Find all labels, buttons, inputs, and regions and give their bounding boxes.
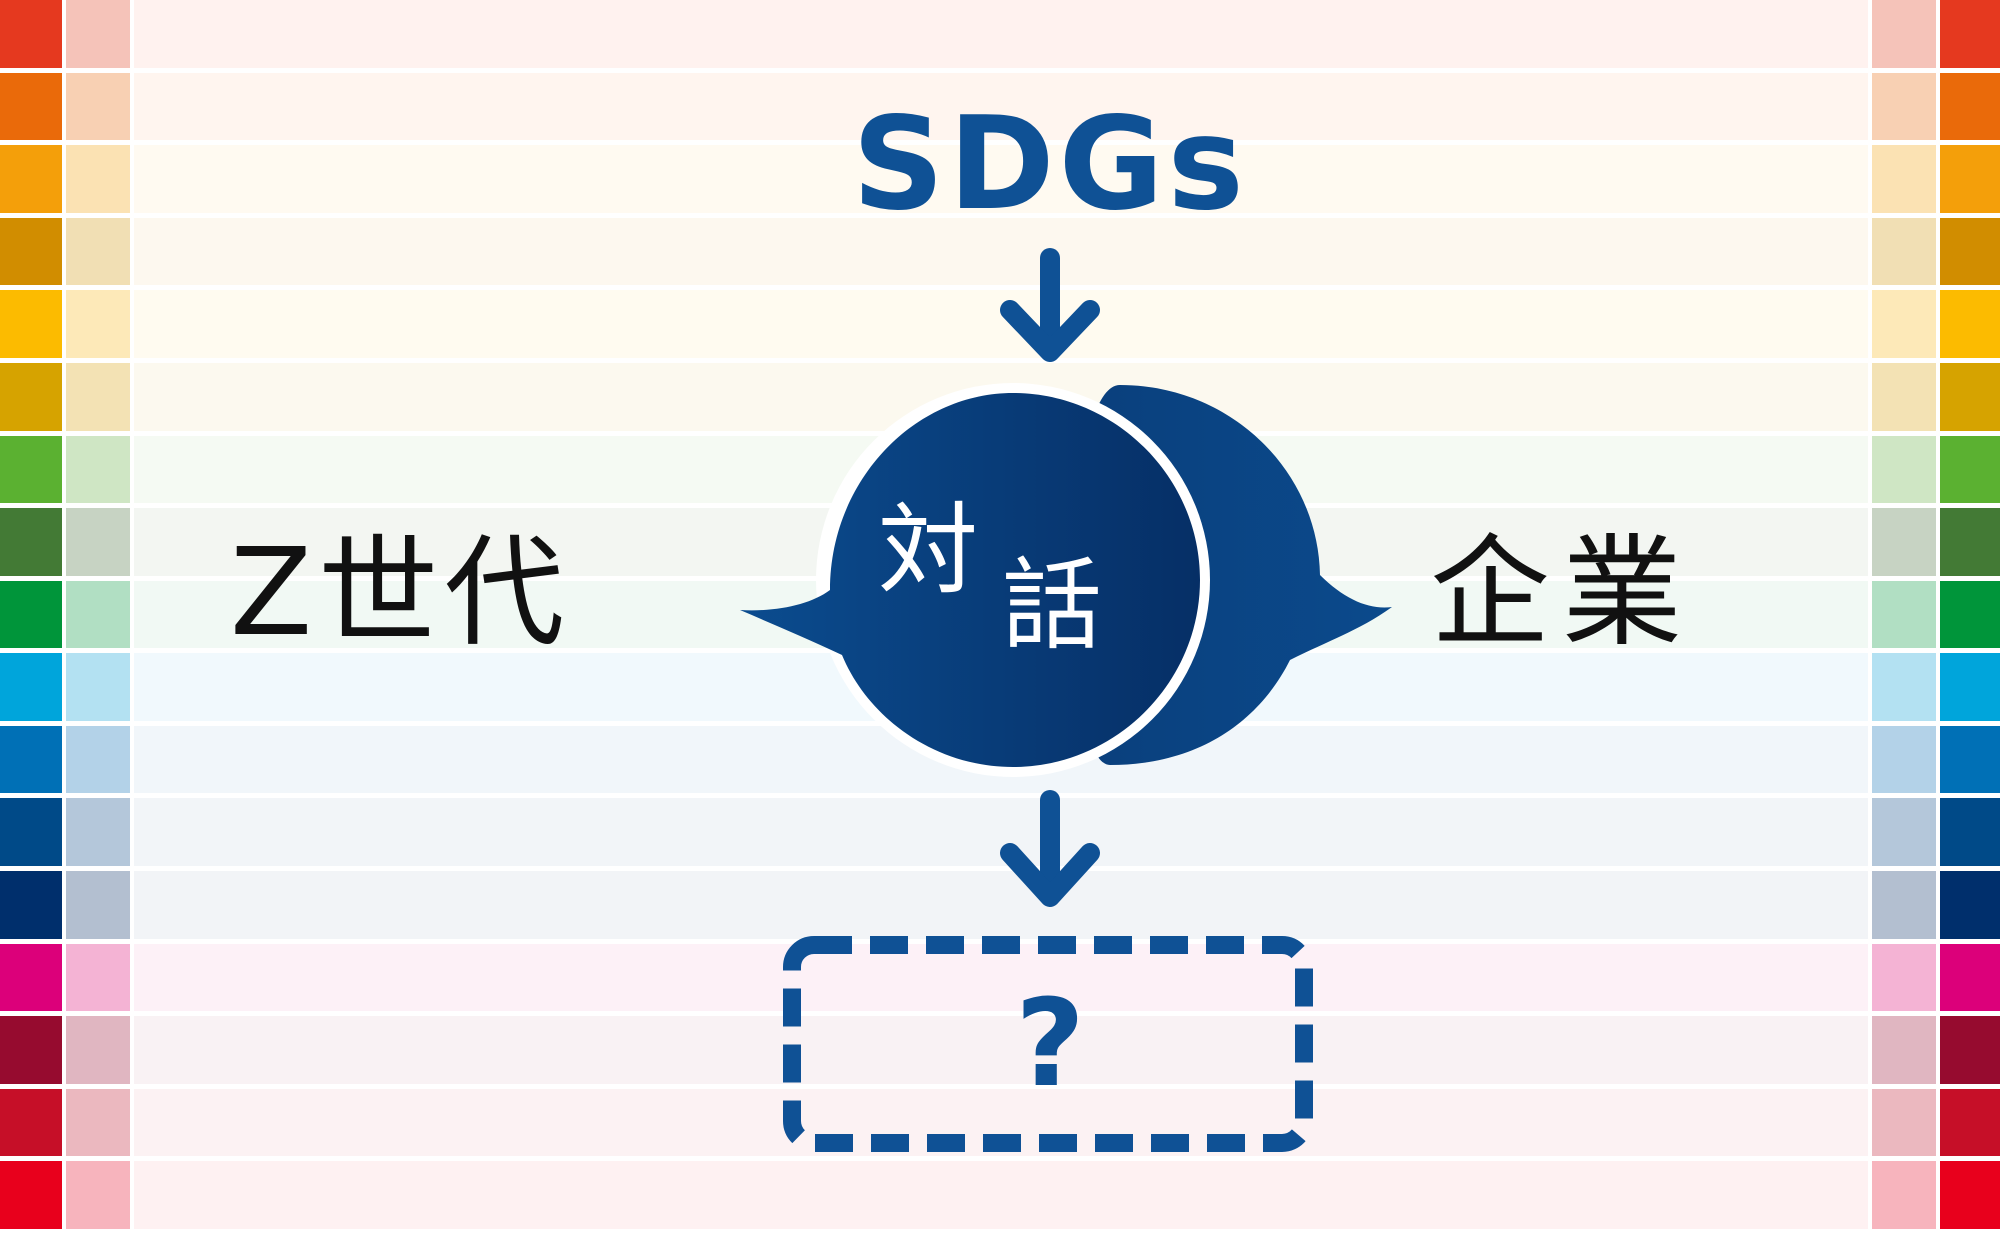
stripe-swatch bbox=[66, 72, 130, 141]
stripe-swatch bbox=[1872, 1088, 1936, 1157]
stripe-swatch bbox=[1940, 362, 2000, 431]
stripe-swatch bbox=[1940, 580, 2000, 649]
stripe-swatch bbox=[1872, 798, 1936, 867]
speech-bubble-left-icon bbox=[740, 383, 1210, 777]
stripe-row bbox=[0, 1161, 2000, 1229]
stripe-swatch bbox=[0, 435, 62, 504]
stripe-swatch bbox=[1940, 435, 2000, 504]
stripe-swatch bbox=[66, 0, 130, 68]
stripe-swatch bbox=[66, 653, 130, 721]
stripe-swatch bbox=[134, 943, 1868, 1012]
result-dashed-box bbox=[783, 936, 1313, 1152]
stripe-swatch bbox=[1872, 0, 1936, 68]
stripe-swatch bbox=[0, 943, 62, 1012]
stripe-swatch bbox=[0, 0, 62, 68]
stripe-swatch bbox=[134, 871, 1868, 939]
stripe-row bbox=[0, 217, 2000, 286]
stripe-swatch bbox=[1940, 943, 2000, 1012]
stripe-swatch bbox=[1940, 290, 2000, 358]
stripe-swatch bbox=[1872, 943, 1936, 1012]
stripe-swatch bbox=[1872, 290, 1936, 358]
stripe-swatch bbox=[1940, 217, 2000, 286]
stripe-swatch bbox=[66, 435, 130, 504]
stripe-row bbox=[0, 871, 2000, 939]
stripe-swatch bbox=[134, 290, 1868, 358]
stripe-swatch bbox=[1872, 362, 1936, 431]
stripe-swatch bbox=[66, 798, 130, 867]
stripe-swatch bbox=[0, 362, 62, 431]
stripe-swatch bbox=[1872, 725, 1936, 794]
stripe-swatch bbox=[134, 0, 1868, 68]
stripe-swatch bbox=[0, 217, 62, 286]
stripe-swatch bbox=[134, 145, 1868, 213]
center-label-1: 対 bbox=[878, 492, 978, 609]
company-label: 企業 bbox=[1430, 524, 1694, 663]
stripe-swatch bbox=[1872, 1161, 1936, 1229]
stripe-swatch bbox=[0, 653, 62, 721]
stripe-swatch bbox=[66, 508, 130, 576]
stripe-swatch bbox=[1940, 1088, 2000, 1157]
stripe-swatch bbox=[0, 145, 62, 213]
stripe-swatch bbox=[0, 725, 62, 794]
arrow-down-icon bbox=[1000, 248, 1100, 362]
stripe-swatch bbox=[1940, 653, 2000, 721]
stripe-row bbox=[0, 943, 2000, 1012]
stripe-swatch bbox=[1872, 580, 1936, 649]
arrow-down-icon bbox=[1000, 790, 1100, 907]
stripe-swatch bbox=[134, 1161, 1868, 1229]
stripe-swatch bbox=[1940, 145, 2000, 213]
stripe-swatch bbox=[0, 1016, 62, 1084]
stripe-swatch bbox=[1940, 798, 2000, 867]
stripe-swatch bbox=[0, 580, 62, 649]
stripe-swatch bbox=[66, 580, 130, 649]
stripe-swatch bbox=[0, 871, 62, 939]
sdgs-title: SDGs bbox=[852, 90, 1248, 239]
center-label-2: 話 bbox=[1002, 547, 1102, 664]
stripe-swatch bbox=[1940, 72, 2000, 141]
gen-z-label: Z世代 bbox=[230, 524, 571, 663]
stripe-swatch bbox=[1872, 871, 1936, 939]
stripe-swatch bbox=[66, 217, 130, 286]
stripe-swatch bbox=[1872, 217, 1936, 286]
stripe-row bbox=[0, 290, 2000, 358]
stripe-swatch bbox=[1940, 1161, 2000, 1229]
stripe-swatch bbox=[66, 725, 130, 794]
stripe-swatch bbox=[1940, 725, 2000, 794]
stripe-swatch bbox=[1872, 653, 1936, 721]
stripe-swatch bbox=[134, 1016, 1868, 1084]
stripe-swatch bbox=[1872, 1016, 1936, 1084]
stripe-swatch bbox=[1872, 72, 1936, 141]
stripe-swatch bbox=[1940, 871, 2000, 939]
stripe-swatch bbox=[66, 1161, 130, 1229]
stripe-swatch bbox=[66, 362, 130, 431]
stripe-swatch bbox=[1940, 508, 2000, 576]
stripe-swatch bbox=[66, 145, 130, 213]
stripe-swatch bbox=[1872, 435, 1936, 504]
stripe-swatch bbox=[0, 508, 62, 576]
stripe-swatch bbox=[66, 1088, 130, 1157]
stripe-swatch bbox=[1872, 508, 1936, 576]
question-mark-icon: ? bbox=[1015, 975, 1085, 1114]
stripe-swatch bbox=[66, 871, 130, 939]
stripe-swatch bbox=[0, 1088, 62, 1157]
stripe-swatch bbox=[66, 1016, 130, 1084]
stripe-swatch bbox=[134, 217, 1868, 286]
stripe-swatch bbox=[0, 72, 62, 141]
stripe-swatch bbox=[134, 72, 1868, 141]
stripe-swatch bbox=[0, 1161, 62, 1229]
stripe-row bbox=[0, 0, 2000, 68]
stripe-swatch bbox=[1872, 145, 1936, 213]
stripe-swatch bbox=[1940, 0, 2000, 68]
stripe-swatch bbox=[66, 943, 130, 1012]
stripe-swatch bbox=[0, 290, 62, 358]
stripe-swatch bbox=[0, 798, 62, 867]
stripe-swatch bbox=[1940, 1016, 2000, 1084]
stripe-row bbox=[0, 145, 2000, 213]
stripe-row bbox=[0, 72, 2000, 141]
stripe-swatch bbox=[66, 290, 130, 358]
stripe-row bbox=[0, 1016, 2000, 1084]
